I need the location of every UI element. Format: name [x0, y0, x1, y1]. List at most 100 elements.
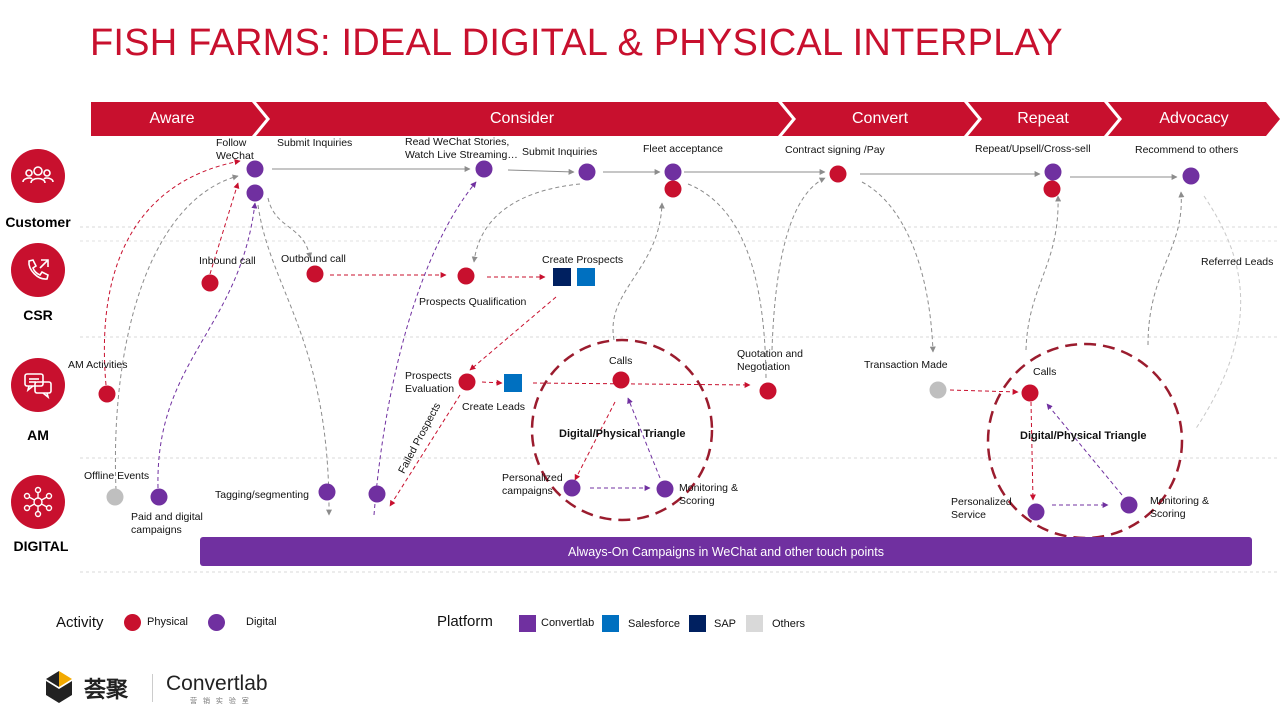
brand-name-en: Convertlab — [166, 672, 268, 695]
label-personalized-campaigns: Personalized campaigns — [502, 472, 563, 497]
node-paid-digital — [150, 488, 168, 506]
node-calls-2 — [1021, 384, 1039, 402]
brand-subtitle: 营 销 实 验 室 — [190, 698, 251, 705]
node-calls-1 — [612, 371, 630, 389]
legend-sap-label: SAP — [714, 618, 737, 630]
node-digital-failed — [368, 485, 386, 503]
lane-label-am: AM — [27, 427, 49, 443]
node-inbound-call — [201, 274, 219, 292]
flow-calls2-to-service — [1029, 401, 1036, 501]
brand-logo-icon — [44, 670, 74, 704]
stage-band-advocacy — [1108, 102, 1280, 136]
flow-calls1-to-personalized — [574, 401, 616, 481]
node-tagging — [318, 483, 336, 501]
flow-quotation-to-contract — [771, 177, 826, 351]
platform-salesforce-leads-square — [504, 374, 522, 392]
node-repeat-digital — [1044, 163, 1062, 181]
label-fleet-acceptance: Fleet acceptance — [643, 143, 723, 155]
node-prospects-qualification — [457, 267, 475, 285]
stage-convert: Convert — [851, 110, 909, 127]
flow-offline-to-wechat — [114, 174, 239, 491]
label-offline-events: Offline Events — [84, 470, 150, 482]
flow-wechat-to-outbound — [267, 197, 313, 259]
legend-platform-title: Platform — [437, 613, 493, 630]
network-icon — [11, 475, 65, 529]
label-personalized-service: Personalized Service — [951, 496, 1012, 521]
platform-sap-square — [553, 268, 571, 286]
flow-fleet-to-quotation — [687, 183, 767, 379]
flow-am-activities-to-wechat — [103, 159, 241, 386]
flow-read-to-submit — [507, 168, 575, 175]
flow-evaluation-to-failed — [389, 394, 461, 507]
label-create-leads: Create Leads — [462, 401, 526, 413]
slide-title: FISH FARMS: IDEAL DIGITAL & PHYSICAL INT… — [90, 22, 1063, 64]
node-fleet-physical — [664, 180, 682, 198]
label-outbound-call: Outbound call — [281, 253, 346, 265]
label-submit-inquiries-2: Submit Inquiries — [522, 146, 598, 158]
flow-leads-to-quotation — [532, 381, 751, 388]
label-triangle-1: Digital/Physical Triangle — [559, 428, 686, 440]
label-triangle-2: Digital/Physical Triangle — [1020, 430, 1147, 442]
platform-salesforce-square — [577, 268, 595, 286]
legend-activity-title: Activity — [56, 614, 104, 631]
legend-digital-dot — [208, 614, 225, 631]
label-monitoring-2: Monitoring & Scoring — [1150, 495, 1209, 520]
node-follow-wechat — [246, 160, 264, 178]
stage-aware: Aware — [149, 110, 195, 127]
label-submit-inquiries-1: Submit Inquiries — [277, 137, 353, 149]
node-outbound-call — [306, 265, 324, 283]
brand-divider — [152, 674, 153, 702]
legend-salesforce-square — [602, 615, 619, 632]
label-referred-leads: Referred Leads — [1201, 256, 1274, 268]
stage-band-aware — [91, 102, 266, 136]
node-contract-signing — [829, 165, 847, 183]
stage-band-convert — [782, 102, 978, 136]
label-recommend: Recommend to others — [1135, 144, 1239, 156]
node-offline-events — [106, 488, 124, 506]
stage-band-consider — [256, 102, 792, 136]
label-create-prospects: Create Prospects — [542, 254, 624, 266]
flow-evaluation-to-leads — [481, 379, 503, 386]
flow-monitoring-to-calls1 — [627, 397, 661, 479]
node-monitoring-2 — [1120, 496, 1138, 514]
flow-create-prospects-to-evaluation — [469, 296, 557, 371]
legend-sap-square — [689, 615, 706, 632]
flow-wechat-to-tagging — [257, 204, 333, 516]
node-submit-inquiries — [578, 163, 596, 181]
label-tagging: Tagging/segmenting — [215, 489, 309, 501]
label-inbound-call: Inbound call — [199, 255, 256, 267]
brand-name-cn: 荟聚 — [84, 677, 129, 702]
label-read-wechat: Read WeChat Stories, Watch Live Streamin… — [405, 136, 518, 161]
label-quotation: Quotation and Negotiation — [737, 348, 803, 373]
stage-band-repeat — [968, 102, 1118, 136]
lane-label-csr: CSR — [23, 307, 53, 323]
stage-repeat: Repeat — [1017, 110, 1069, 127]
chat-bubbles-icon — [11, 358, 65, 412]
flow-am-to-recommend — [1147, 191, 1185, 346]
flow-contract-to-transaction — [861, 181, 936, 353]
legend-physical-dot — [124, 614, 141, 631]
stage-advocacy: Advocacy — [1159, 110, 1229, 127]
legend-convertlab-label: Convertlab — [541, 617, 595, 629]
label-calls-2: Calls — [1033, 366, 1057, 378]
flow-monitoring2-to-calls2 — [1046, 403, 1123, 496]
always-on-campaigns-bar: Always-On Campaigns in WeChat and other … — [200, 537, 1252, 566]
stage-consider: Consider — [489, 110, 555, 127]
label-monitoring-1: Monitoring & Scoring — [679, 482, 738, 507]
flow-calls2-to-repeat — [1025, 195, 1062, 351]
label-follow-wechat: Follow WeChat — [216, 137, 254, 162]
node-personalized-service — [1027, 503, 1045, 521]
flow-inbound-to-wechat — [209, 182, 240, 275]
lane-label-digital: DIGITAL — [13, 538, 69, 554]
legend-digital-label: Digital — [246, 616, 277, 628]
legend-physical-label: Physical — [147, 616, 188, 628]
node-personalized-campaigns — [563, 479, 581, 497]
node-repeat-physical — [1043, 180, 1061, 198]
legend-others-square — [746, 615, 763, 632]
triangle-circle-1 — [530, 338, 714, 522]
node-monitoring-1 — [656, 480, 674, 498]
flow-recommend-to-referred — [1194, 195, 1242, 431]
node-transaction-made — [929, 381, 947, 399]
customer-group-icon — [11, 149, 65, 203]
